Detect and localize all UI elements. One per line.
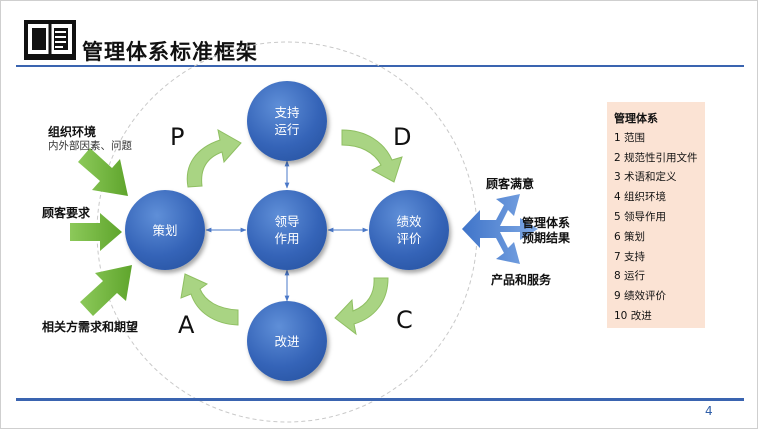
expected-result-label-1: 管理体系 [522, 216, 571, 230]
node-perf-line2: 评价 [396, 231, 422, 246]
interested-parties-label: 相关方需求和期望 [42, 320, 139, 334]
clause-item: 2 规范性引用文件 [614, 152, 698, 164]
node-lead-line2: 作用 [274, 231, 300, 246]
cycle-arrow-plan-support [186, 129, 242, 188]
node-support-line2: 运行 [274, 122, 300, 137]
page-number: 4 [705, 404, 713, 418]
output-arrow [462, 194, 538, 264]
node-leadership: 领导作用 [247, 190, 327, 270]
footer-divider [16, 398, 744, 401]
node-support-line1: 支持 [274, 105, 300, 120]
expected-result-label-2: 预期结果 [522, 231, 571, 245]
pdca-letter-p: P [170, 123, 185, 151]
cycle-arrow-support-perf [341, 129, 403, 183]
clause-item: 7 支持 [614, 251, 646, 263]
input-arrow-org-env [78, 148, 128, 196]
page-title: 管理体系标准框架 [82, 40, 258, 64]
pdca-letter-d: D [393, 123, 412, 151]
clause-panel-title: 管理体系 [614, 112, 658, 125]
clause-item: 9 绩效评价 [614, 290, 667, 302]
clause-item: 1 范围 [614, 132, 646, 144]
cycle-arrow-improve-plan [180, 273, 239, 326]
pdca-letter-a: A [178, 311, 195, 339]
book-icon [24, 20, 76, 60]
node-lead-line1: 领导 [274, 214, 300, 229]
clause-item: 4 组织环境 [614, 191, 667, 203]
clause-item: 6 策划 [614, 231, 646, 243]
products-services-label: 产品和服务 [491, 273, 552, 287]
node-plan-line1: 策划 [152, 222, 178, 238]
node-perf-line1: 绩效 [396, 214, 422, 229]
input-arrow-interested [80, 265, 132, 316]
clause-item: 3 术语和定义 [614, 171, 677, 183]
cycle-arrow-perf-improve [334, 277, 389, 336]
clause-item: 10 改进 [614, 310, 652, 322]
clause-item: 8 运行 [614, 270, 646, 282]
input-arrow-customer [70, 213, 122, 251]
clause-item: 5 领导作用 [614, 211, 667, 223]
pdca-letter-c: C [396, 306, 413, 334]
node-performance-evaluation: 绩效评价 [369, 190, 449, 270]
org-env-sublabel: 内外部因素、问题 [48, 140, 132, 152]
org-env-label: 组织环境 [48, 125, 97, 139]
customer-req-label: 顾客要求 [42, 206, 91, 220]
node-improve-line1: 改进 [274, 333, 300, 349]
node-support-operation: 支持运行 [247, 81, 327, 161]
node-planning: 策划 [125, 190, 205, 270]
customer-satisfaction-label: 顾客满意 [486, 177, 535, 191]
title-divider [16, 65, 744, 67]
node-improvement: 改进 [247, 301, 327, 381]
clause-panel: 管理体系 1 范围 2 规范性引用文件 3 术语和定义 4 组织环境 5 领导作… [607, 102, 705, 328]
